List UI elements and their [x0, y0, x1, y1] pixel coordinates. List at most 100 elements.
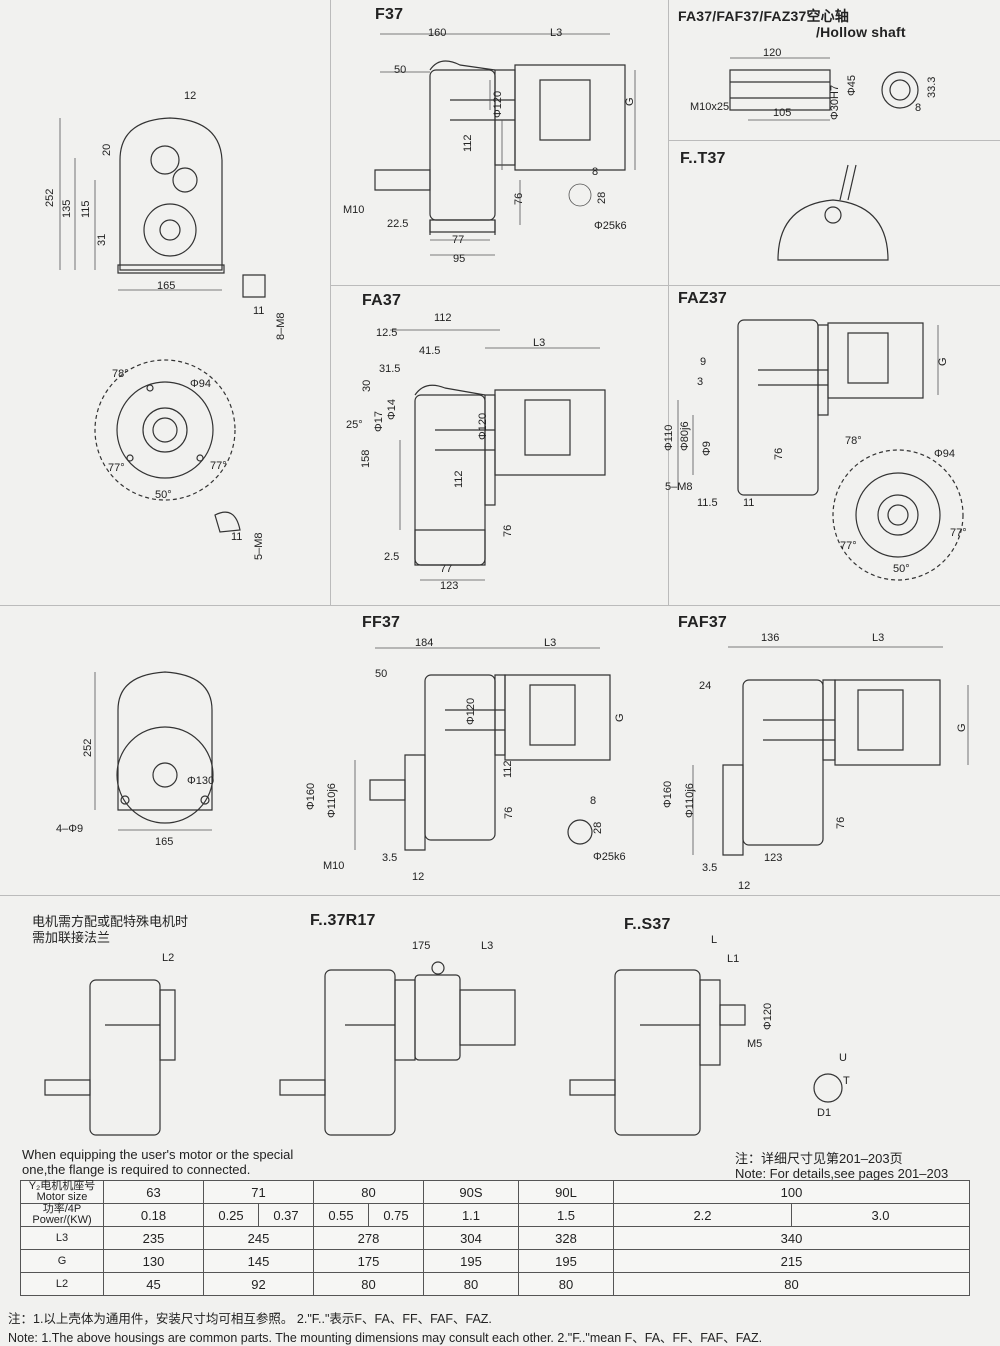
table-cell: 1.1: [423, 1203, 519, 1227]
details-note-line2: Note: For details,see pages 201–203: [735, 1166, 949, 1181]
motor-size-label-en: Motor size: [36, 1191, 88, 1203]
table-cell: 0.25: [203, 1203, 259, 1227]
table-row: Y₂电机机座号 Motor size 63 71 80 90S 90L 100: [20, 1180, 970, 1204]
dim-label: Φ80j6: [679, 421, 691, 451]
dim-label: 50°: [893, 563, 910, 575]
dim-label: 77: [452, 234, 465, 246]
dim-label: Φ94: [934, 448, 956, 460]
dim-label: 78°: [845, 435, 862, 447]
dim-label: 77: [440, 563, 453, 575]
dim-label: 76: [503, 806, 515, 819]
table-cell: 63: [103, 1180, 204, 1204]
dim-label: 2.5: [384, 551, 400, 563]
dim-label: 28: [596, 191, 608, 204]
table-row-header: Y₂电机机座号 Motor size: [20, 1180, 104, 1204]
dim-label: 12: [738, 880, 751, 892]
dim-label: G: [614, 713, 626, 722]
section-title-f37r17: F..37R17: [310, 912, 376, 929]
dim-label: 9: [700, 356, 707, 368]
dim-label: 3.5: [702, 862, 718, 874]
dim-label: M10: [343, 204, 365, 216]
table-row: G 130 145 175 195 195 215: [20, 1249, 970, 1273]
dim-label: 165: [157, 280, 176, 292]
section-subtitle-hollow: /Hollow shaft: [816, 24, 906, 40]
dim-label: 120: [763, 47, 782, 59]
table-row-header: 功率/4P Power/(KW): [20, 1203, 104, 1227]
table-cell: 145: [203, 1249, 314, 1273]
dim-label: 4–Φ9: [56, 823, 84, 835]
dim-label: Φ110j6: [684, 783, 696, 818]
divider: [330, 285, 1000, 286]
dim-label: Φ9: [701, 441, 713, 456]
dim-label: 33.3: [926, 76, 938, 98]
dim-label: Φ120: [465, 697, 477, 725]
table-row-header: L2: [20, 1272, 104, 1296]
dim-label: 77°: [210, 460, 227, 472]
dim-label: 5–M8: [665, 481, 693, 493]
divider: [0, 895, 1000, 896]
dim-label: T: [843, 1075, 850, 1087]
dim-label: 8: [915, 102, 922, 114]
table-cell: 0.55: [313, 1203, 369, 1227]
gearbox-faz37-drawing: [668, 305, 1000, 605]
dim-label: G: [956, 723, 968, 732]
dim-label: Φ25k6: [593, 851, 626, 863]
dim-label: Φ17: [373, 410, 385, 432]
dim-label: 12.5: [376, 327, 398, 339]
gearbox-ff37-drawing: [330, 620, 668, 890]
dim-label: 78°: [112, 368, 129, 380]
dim-label: L3: [544, 637, 557, 649]
dim-label: 77°: [950, 527, 967, 539]
table-cell: 3.0: [791, 1203, 970, 1227]
dim-label: Φ120: [492, 90, 504, 118]
dim-label: 11: [743, 497, 755, 509]
front-view-drawing: [0, 80, 330, 340]
dim-label: Φ25k6: [594, 220, 627, 232]
table-cell: 328: [518, 1226, 614, 1250]
dim-label: 20: [101, 143, 113, 156]
footnote-en: Note: 1.The above housings are common pa…: [8, 1331, 763, 1345]
table-cell: 80: [518, 1272, 614, 1296]
dim-label: 12: [184, 90, 197, 102]
dim-label: 123: [440, 580, 459, 592]
table-cell: 130: [103, 1249, 204, 1273]
motor-flange-drawing: [40, 960, 230, 1140]
dim-label: Φ120: [762, 1002, 774, 1030]
table-cell: 0.18: [103, 1203, 204, 1227]
flange-view-drawing: [0, 340, 330, 570]
table-cell: 2.2: [613, 1203, 792, 1227]
dim-label: 24: [699, 680, 712, 692]
dim-label: 158: [360, 449, 372, 468]
dim-label: 112: [434, 312, 452, 324]
dim-label: Φ120: [477, 412, 489, 440]
table-cell: 80: [423, 1272, 519, 1296]
dim-label: 8: [592, 166, 599, 178]
footnote-cn: 注：1.以上壳体为通用件，安装尺寸均可相互参照。 2."F.."表示F、FA、F…: [8, 1312, 492, 1326]
table-cell: 80: [313, 1272, 424, 1296]
dim-label: M10: [323, 860, 345, 872]
equip-note-line1: When equipping the user's motor or the s…: [22, 1147, 294, 1162]
gearbox-f37-drawing: [330, 20, 668, 285]
table-cell: 45: [103, 1272, 204, 1296]
dim-label: Φ94: [190, 378, 212, 390]
dim-label: L3: [481, 940, 494, 952]
dim-label: L: [711, 934, 718, 946]
section-title-faf37: FAF37: [678, 614, 728, 631]
dim-label: L1: [727, 953, 740, 965]
dim-label: 252: [82, 738, 94, 757]
gearbox-faf37-drawing: [668, 625, 1000, 890]
hollow-shaft-drawing: [668, 40, 1000, 140]
gearbox-fa37-drawing: [330, 300, 668, 605]
dim-label: 50: [394, 64, 407, 76]
dim-label: Φ45: [846, 74, 858, 96]
dim-label: 3.5: [382, 852, 398, 864]
dim-label: 12: [412, 871, 425, 883]
motor-spec-table: Y₂电机机座号 Motor size 63 71 80 90S 90L 100 …: [20, 1180, 970, 1296]
dim-label: Φ160: [662, 780, 674, 808]
dim-label: 50°: [155, 489, 172, 501]
dim-label: 50: [375, 668, 388, 680]
table-row-header: L3: [20, 1226, 104, 1250]
section-title-f37: F37: [375, 6, 404, 23]
dim-label: 31.5: [379, 363, 401, 375]
table-row: L2 45 92 80 80 80 80: [20, 1272, 970, 1296]
